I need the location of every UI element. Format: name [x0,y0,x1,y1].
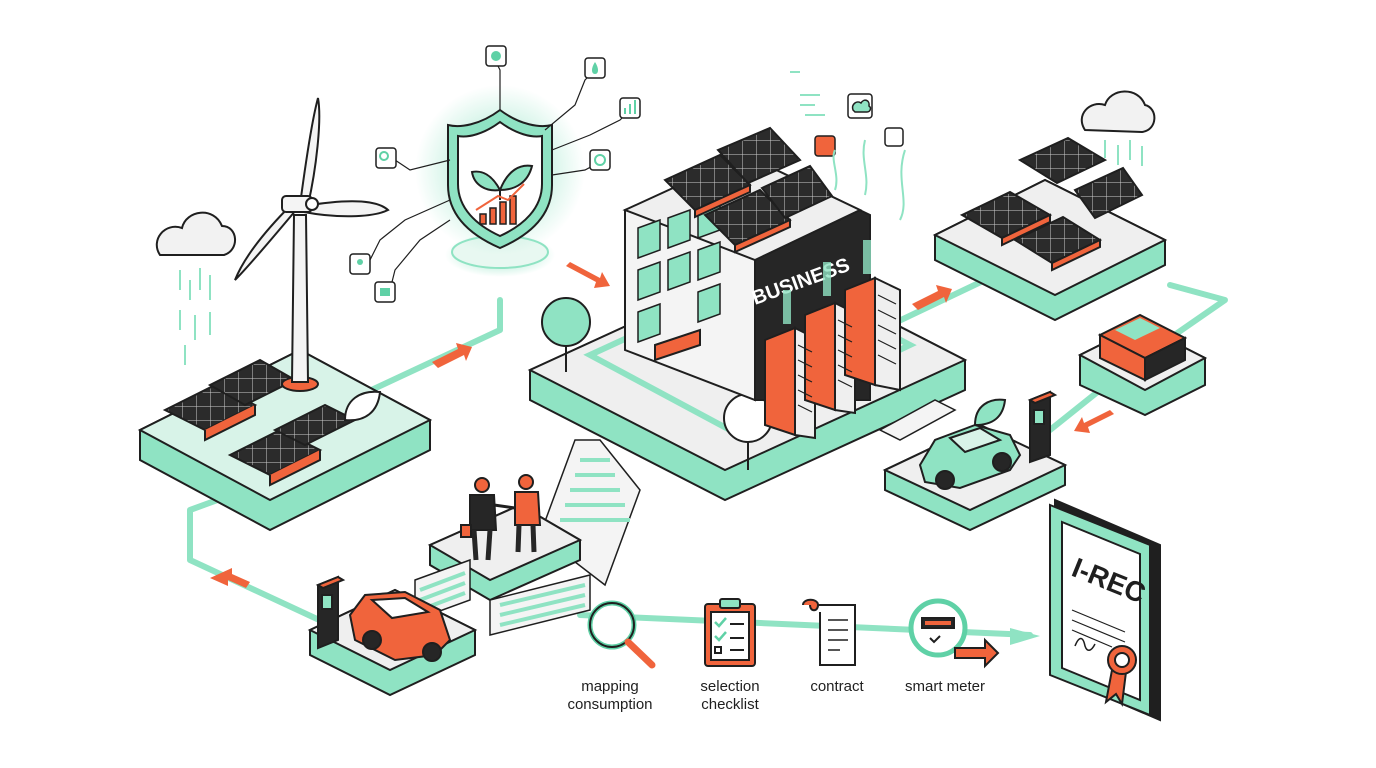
leaf-icon [973,398,1007,427]
leaf-icon [343,390,382,422]
roof-solar-panels [663,126,834,254]
electric-car-icon [918,423,1022,490]
step-icon-smart-meter [908,598,1000,669]
step-icon-magnifier [587,600,656,669]
irec-certificate [1049,498,1161,722]
cloud-data-icons [790,71,906,221]
electric-car-icon [348,590,452,662]
business-people-handshake-icon [460,474,542,561]
wind-turbine [234,97,390,392]
charging-station-icon [315,575,346,650]
step-icon-scroll-contract [802,598,856,666]
caption-line: smart meter [904,678,985,695]
sustainability-shield [415,85,585,277]
caption-line: contract [810,678,864,695]
ev-charging-platform-right [882,390,1068,532]
server-racks [764,240,901,440]
tree-icon [541,297,591,372]
step-caption-selection-checklist: selection checklist [680,678,780,714]
step-icon-clipboard-checklist [704,598,756,667]
battery-storage [1077,313,1208,417]
rain-cloud-icon [155,211,236,365]
seal-ribbon-icon [1104,645,1137,707]
caption-line: checklist [701,696,759,713]
arrow-to-certificate [1010,628,1040,645]
step-caption-mapping-consumption: mapping consumption [560,678,660,714]
growth-chart-icon [479,195,517,225]
caption-line: selection [700,678,760,695]
ev-charging-platform-left [307,575,478,697]
shield-icon-boxes [349,45,641,303]
arrow-down-right [566,262,610,288]
entrance-awning [654,328,701,362]
chart-icon [884,127,904,147]
charging-station-icon [1027,390,1058,464]
wind-solar-platform [137,97,433,532]
arrow-up-right [432,343,472,368]
flow-arrows [210,262,1114,588]
caption-line: consumption [567,696,653,713]
gauge-icon [589,149,611,171]
data-icon [814,135,836,157]
arrow-up-right-2 [912,285,952,310]
caption-line: mapping [581,678,639,695]
rain-cloud-icon-2 [1080,90,1156,166]
leaf-icon [470,164,534,192]
arrow-left [210,568,250,588]
search-icon [375,147,397,169]
arrow-down-left [1074,410,1114,433]
solar-farm-platform [932,136,1168,322]
step-caption-smart-meter: smart meter [890,678,1000,696]
step-caption-contract: contract [787,678,887,696]
